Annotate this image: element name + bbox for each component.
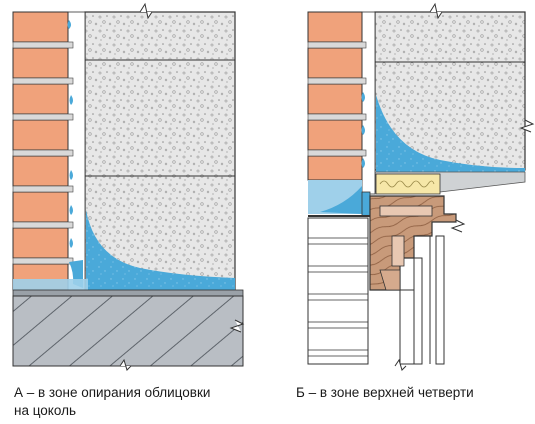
insulation-b: [375, 173, 441, 195]
water-droplets-b: [361, 92, 365, 168]
water-droplets-a: [67, 20, 83, 288]
detail-a: [12, 2, 245, 371]
glazing: [399, 235, 445, 365]
window-reveal-bricks: [307, 217, 369, 365]
moisture-zone-a: [86, 210, 235, 292]
plinth-a: [12, 289, 244, 367]
brick-cladding-b: [307, 11, 367, 181]
caption-a-line1: А – в зоне опирания облицовки: [14, 385, 211, 400]
caption-b-line1: Б – в зоне верхней четверти: [296, 385, 474, 400]
window-frame: [369, 195, 457, 291]
brick-cladding-a: [12, 11, 74, 291]
caption-b: Б – в зоне верхней четверти: [296, 384, 526, 402]
caption-a-line2: на цоколь: [14, 403, 76, 418]
concrete-wall-a: [84, 11, 236, 293]
caption-a: А – в зоне опирания облицовки на цоколь: [14, 384, 264, 420]
moisture-zone-b: [376, 95, 525, 172]
detail-b: [307, 2, 535, 371]
